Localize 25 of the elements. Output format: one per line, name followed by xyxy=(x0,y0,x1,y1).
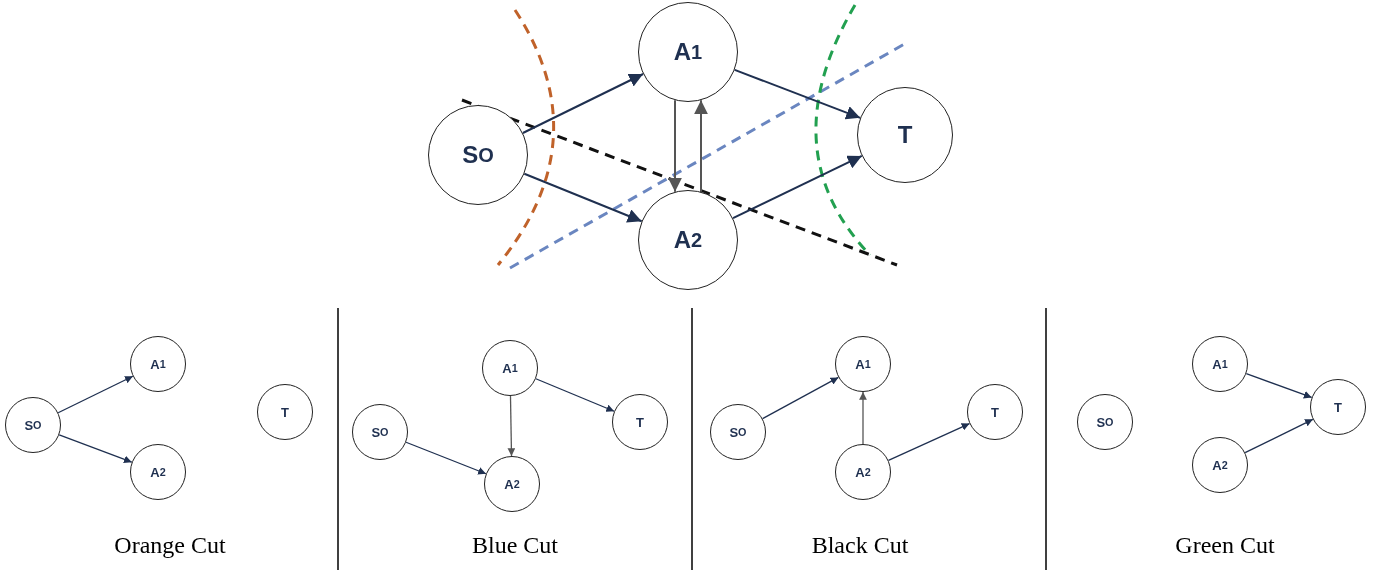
arrow xyxy=(523,172,643,223)
arrow xyxy=(57,375,134,414)
arrow xyxy=(694,99,708,193)
arrow xyxy=(859,391,867,445)
arrow xyxy=(732,154,863,220)
arrow xyxy=(521,73,645,134)
node-circle: T xyxy=(857,87,953,183)
panel-caption: Black Cut xyxy=(811,532,909,559)
node-circle: T xyxy=(612,394,668,450)
arrow xyxy=(405,441,487,475)
arrow xyxy=(535,378,615,412)
panel-caption: Green Cut xyxy=(1175,532,1275,559)
panel-caption: Orange Cut xyxy=(114,532,226,559)
arrow xyxy=(1245,372,1313,399)
node-circle: T xyxy=(1310,379,1366,435)
node-circle: T xyxy=(967,384,1023,440)
arrow xyxy=(887,422,971,462)
panel-caption: Blue Cut xyxy=(472,532,558,559)
arrow xyxy=(761,376,840,420)
arrow xyxy=(58,434,133,464)
node-circle: T xyxy=(257,384,313,440)
arrow xyxy=(507,395,516,457)
arrow xyxy=(733,68,862,120)
arrow xyxy=(1244,418,1314,454)
arrow xyxy=(668,99,682,193)
